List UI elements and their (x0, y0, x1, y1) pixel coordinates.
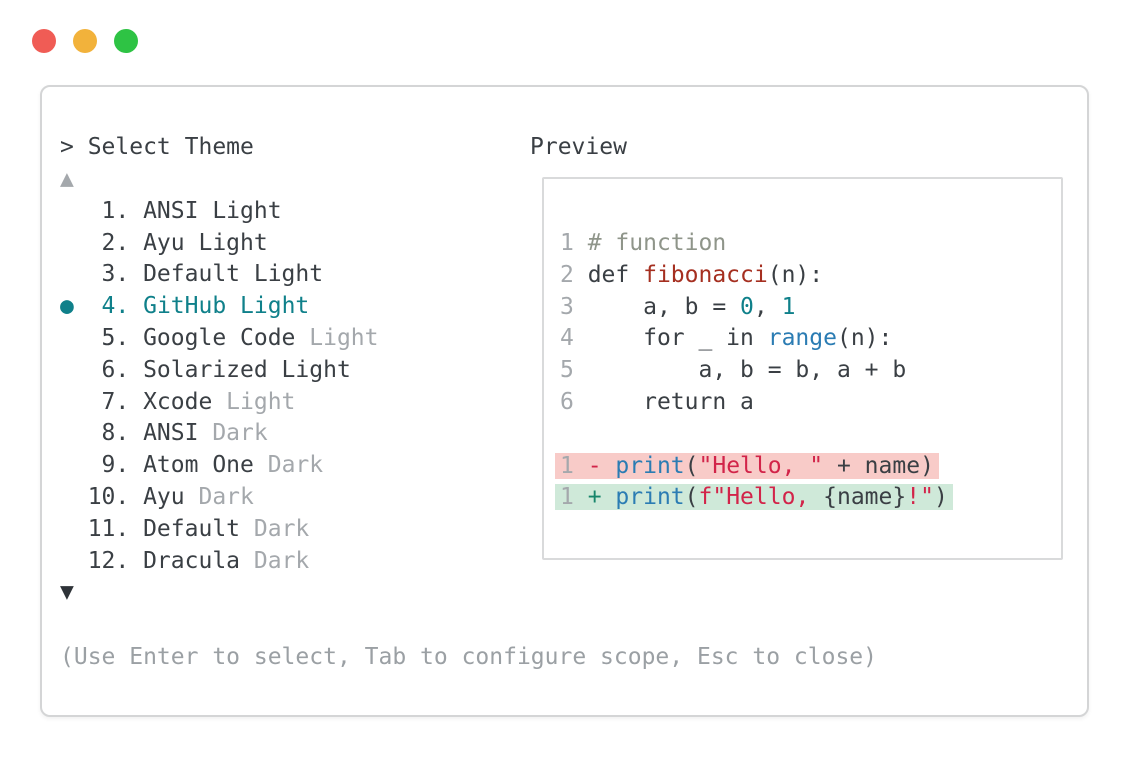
select-theme-prompt: > Select Theme (60, 134, 254, 160)
theme-option-9[interactable]: 9. Atom One Dark (60, 452, 324, 479)
minimize-button[interactable] (73, 29, 97, 53)
theme-option-6[interactable]: 6. Solarized Light (60, 356, 351, 383)
theme-option-8[interactable]: 8. ANSI Dark (60, 420, 268, 447)
diff-removed-line-highlight: 1 - print("Hello, " + name) (555, 452, 939, 479)
zoom-button[interactable] (114, 29, 138, 53)
diff-minus-icon: - (587, 452, 616, 479)
close-button[interactable] (32, 29, 56, 53)
code-line-blank (560, 419, 953, 451)
scroll-down[interactable]: ▼ (60, 577, 379, 609)
code-line-4: 4 for _ in range(n): (560, 325, 893, 352)
theme-option-12[interactable]: 12. Dracula Dark (60, 547, 310, 574)
code-line-2: 2 def fibonacci(n): (560, 261, 824, 288)
theme-option-5[interactable]: 5. Google Code Light (60, 324, 379, 351)
diff-added-line: 1 + print(f"Hello, {name}!") (555, 482, 953, 514)
scroll-down-icon: ▼ (60, 579, 74, 606)
code-line-1: 1 # function (560, 230, 727, 256)
theme-option-10[interactable]: 10. Ayu Dark (60, 483, 254, 510)
diff-removed-line: 1 - print("Hello, " + name) (555, 451, 953, 483)
keyboard-hint: (Use Enter to select, Tab to configure s… (60, 644, 877, 670)
theme-list: ▲ 1. ANSI Light 2. Ayu Light 3. Default … (60, 164, 379, 609)
code-line-5: 5 a, b = b, a + b (560, 357, 907, 384)
theme-option-1[interactable]: 1. ANSI Light (60, 197, 282, 224)
theme-option-4[interactable]: ● 4. GitHub Light (60, 293, 310, 320)
code-line-6: 6 return a (560, 388, 754, 415)
code-line-3: 3 a, b = 0, 1 (560, 293, 796, 320)
theme-option-7[interactable]: 7. Xcode Light (60, 388, 296, 415)
preview-code: 1 # function 2 def fibonacci(n): 3 a, b = … (555, 228, 953, 514)
scroll-up-icon: ▲ (60, 166, 74, 192)
theme-option-2[interactable]: 2. Ayu Light (60, 229, 268, 256)
selected-bullet-icon: ● (60, 293, 74, 320)
theme-option-11[interactable]: 11. Default Dark (60, 515, 310, 542)
scroll-up[interactable]: ▲ (60, 164, 379, 196)
preview-label: Preview (530, 134, 627, 160)
diff-added-line-highlight: 1 + print(f"Hello, {name}!") (555, 484, 953, 511)
diff-plus-icon: + (587, 484, 616, 511)
theme-option-3[interactable]: 3. Default Light (60, 261, 324, 288)
